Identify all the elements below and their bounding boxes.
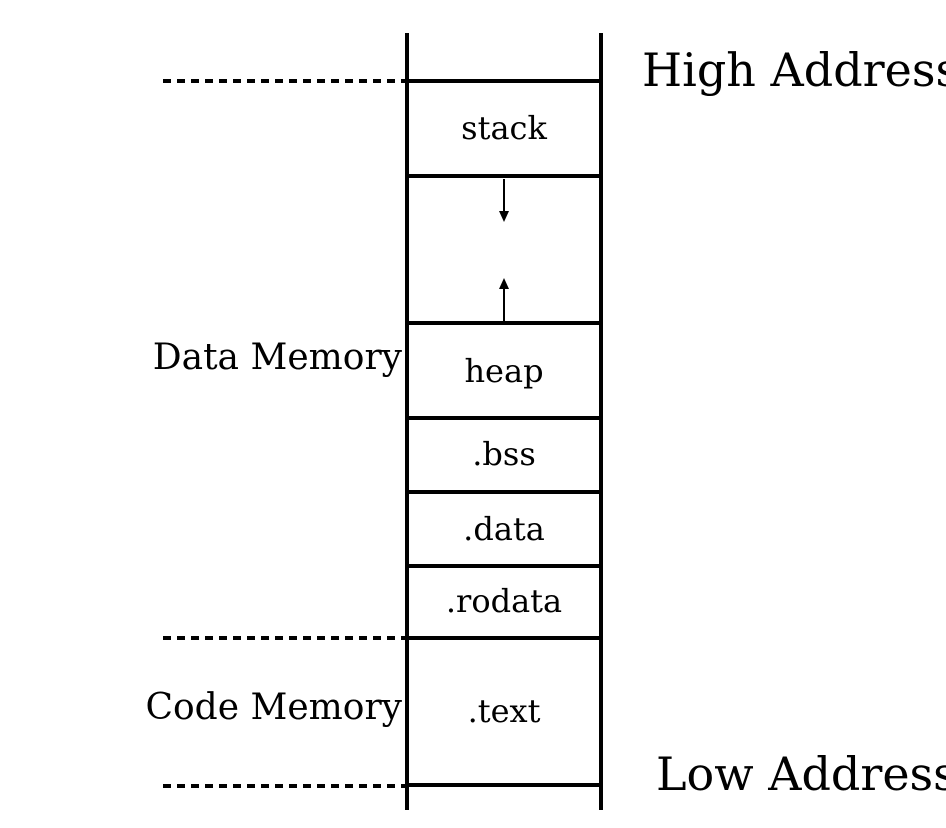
boundary-heap-top bbox=[405, 321, 603, 325]
boundary-rodata-text bbox=[405, 636, 603, 640]
dashed-line-data-code-border bbox=[163, 636, 405, 640]
low-address-label: Low Address bbox=[656, 747, 946, 801]
segment-label-text: .text bbox=[467, 692, 541, 730]
segment-label-heap: heap bbox=[464, 352, 544, 390]
boundary-data-rodata bbox=[405, 564, 603, 568]
region-label-data-memory: Data Memory bbox=[152, 337, 402, 378]
arrow-down-icon bbox=[499, 211, 509, 222]
dashed-line-low-address bbox=[163, 784, 405, 788]
segment-label-bss: .bss bbox=[472, 435, 536, 473]
column-left-rail bbox=[405, 33, 409, 810]
segment-label-rodata: .rodata bbox=[445, 582, 563, 620]
boundary-bss-data bbox=[405, 490, 603, 494]
heap-growth-arrow-stem bbox=[503, 288, 505, 321]
arrow-up-icon bbox=[499, 278, 509, 289]
segment-label-stack: stack bbox=[461, 109, 547, 147]
boundary-text-bottom bbox=[405, 783, 603, 787]
dashed-line-high-address bbox=[163, 79, 405, 83]
boundary-heap-bss bbox=[405, 416, 603, 420]
boundary-stack-bottom bbox=[405, 174, 603, 178]
stack-growth-arrow-stem bbox=[503, 179, 505, 212]
column-right-rail bbox=[599, 33, 603, 810]
region-label-code-memory: Code Memory bbox=[145, 687, 402, 728]
high-address-label: High Address bbox=[642, 43, 946, 97]
boundary-stack-top bbox=[405, 79, 603, 83]
segment-label-data: .data bbox=[463, 510, 545, 548]
